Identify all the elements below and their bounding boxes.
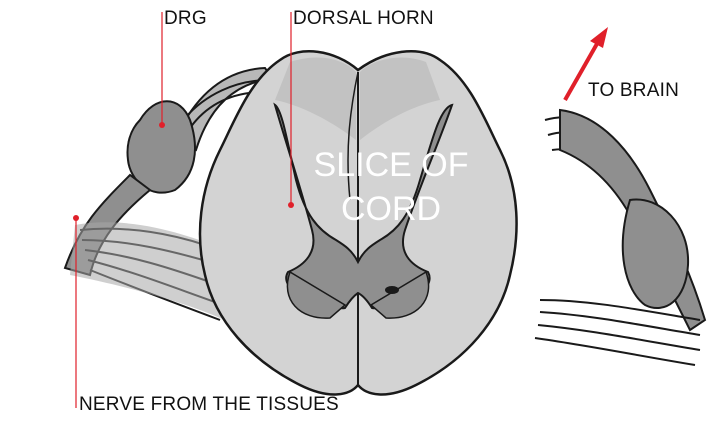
slice-label-line1: SLICE OF: [291, 143, 491, 187]
drg-label: DRG: [164, 8, 207, 30]
slice-label-line2: CORD: [291, 187, 491, 231]
dorsal-horn-label: DORSAL HORN: [293, 8, 434, 30]
nerve-label: NERVE FROM THE TISSUES: [79, 394, 339, 416]
right-lower-rootlets: [535, 300, 700, 365]
right-ganglion: [623, 199, 688, 308]
central-canal: [385, 286, 399, 294]
drg-ganglion: [128, 101, 196, 192]
to-brain-label: TO BRAIN: [588, 80, 679, 102]
